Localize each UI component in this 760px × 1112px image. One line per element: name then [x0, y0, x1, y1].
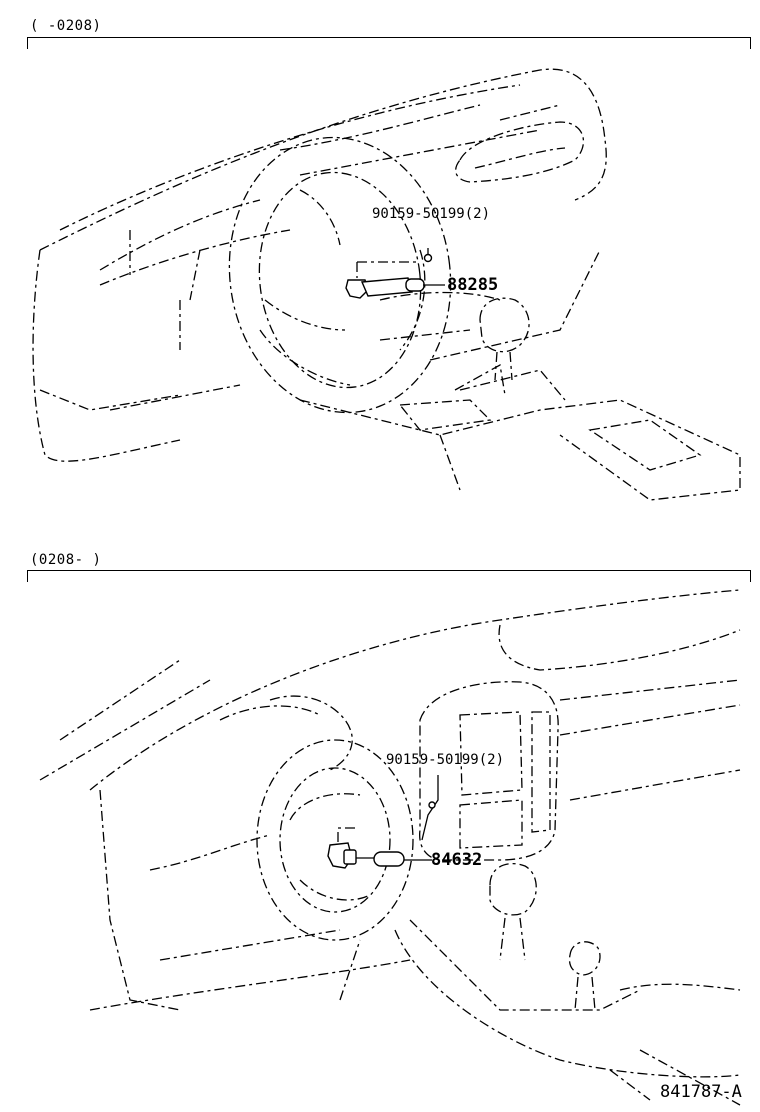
panel-2-range-label: (0208- ) — [30, 552, 102, 568]
panel-2-steering-wheel — [256, 739, 414, 941]
illustration-id: 841787-A — [660, 1082, 742, 1102]
panel-2-console-and-shifters — [394, 862, 741, 1106]
panel-2-frame-left — [27, 570, 28, 582]
panel-1-part-number: 88285 — [447, 275, 499, 295]
panel-2-center-vents — [419, 681, 559, 861]
panel-1-frame-right — [750, 37, 751, 49]
panel-1-switch-assembly — [345, 248, 445, 299]
panel-1-range-label: ( -0208) — [30, 18, 102, 34]
panel-1-shift-knob — [479, 297, 530, 381]
panel-1-bolt-label: 90159-50199(2) — [372, 206, 491, 222]
panel-2-switch-assembly — [327, 775, 439, 869]
panel-2-frame-top — [27, 570, 751, 571]
panel-1-steering-wheel — [228, 136, 452, 414]
panel-2-bolt-label: 90159-50199(2) — [386, 752, 505, 768]
panel-2-dashboard-outline — [39, 589, 741, 1011]
panel-1-frame-left — [27, 37, 28, 49]
panel-2-part-number: 84632 — [431, 850, 483, 870]
panel-2-frame-right — [750, 570, 751, 582]
panel-1-center-console — [299, 363, 741, 501]
panel-1-frame-top — [27, 37, 751, 38]
panel-1-dashboard-outline — [32, 68, 607, 462]
